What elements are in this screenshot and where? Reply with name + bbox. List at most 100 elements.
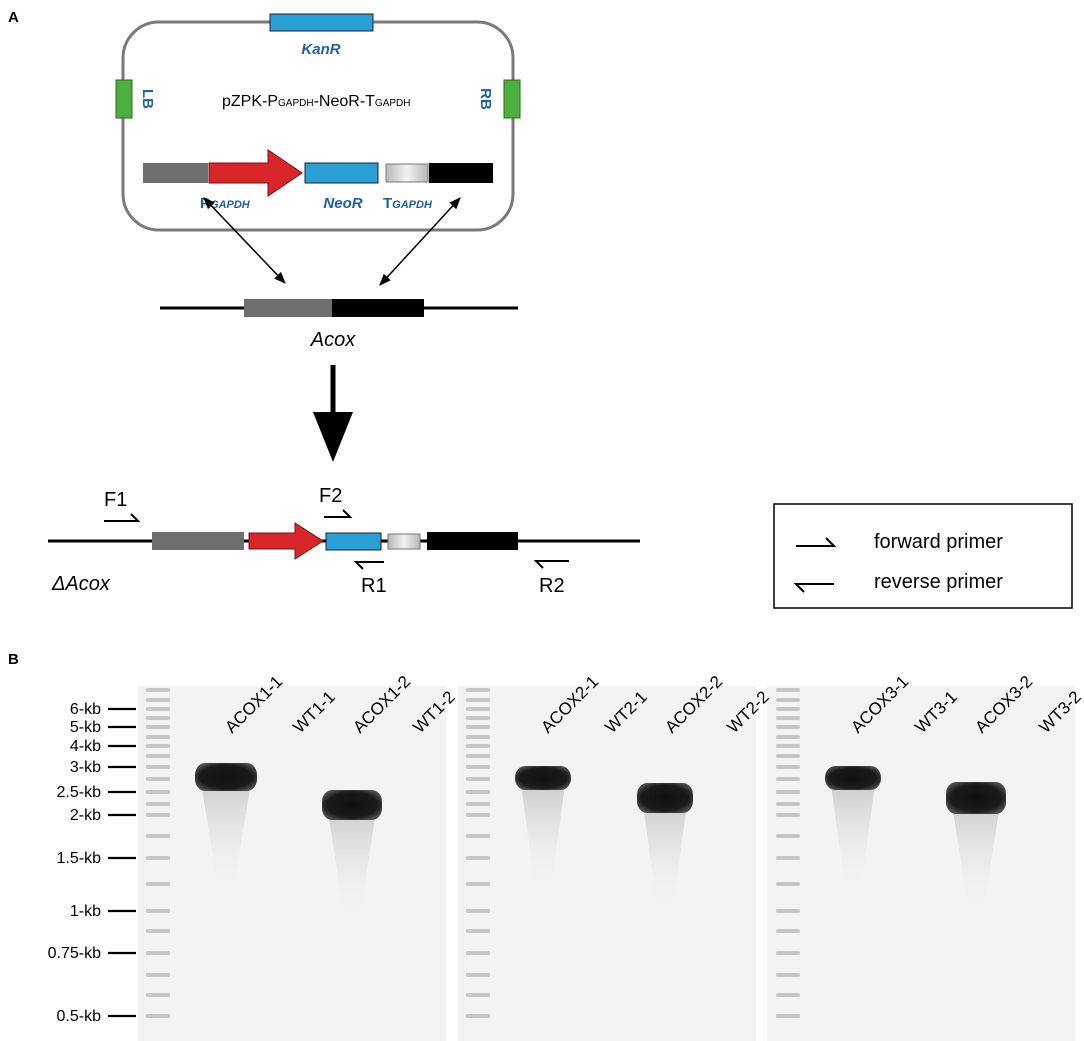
ladder-band (146, 973, 170, 977)
ladder-band (146, 735, 170, 739)
legend-forward-icon (796, 537, 837, 547)
ladder-band (146, 909, 170, 913)
ladder-band (146, 813, 170, 817)
dna-band (946, 782, 1006, 814)
ladder-band (776, 754, 800, 758)
ladder-band (466, 688, 490, 692)
ladder-band (776, 735, 800, 739)
ladder-group (146, 688, 800, 1018)
marker-group: 6-kb5-kb 4-kb 3-kb 2.5-kb 2-kb 1.5-kb 1-kb 0.75… (48, 701, 136, 1025)
ladder-band (146, 777, 170, 781)
marker-label: 0.75-kb (48, 945, 101, 962)
ladder-band (466, 909, 490, 913)
ladder-band (466, 790, 490, 794)
ladder-band (466, 856, 490, 860)
ladder-band (466, 882, 490, 886)
marker-label: 2-kb (70, 807, 101, 824)
ladder-band (146, 1014, 170, 1018)
rb-box (503, 79, 521, 119)
acox-label: Acox (310, 329, 356, 351)
primer-f1-label: F1 (104, 489, 127, 511)
plasmid-neor-box (304, 162, 379, 184)
ladder-band (776, 707, 800, 711)
recombination-arrow-left (203, 197, 286, 284)
ladder-band (776, 688, 800, 692)
marker-label: 4-kb (70, 738, 101, 755)
ladder-band (776, 802, 800, 806)
marker-label: 0.5-kb (57, 1008, 102, 1025)
band-smear (643, 804, 687, 908)
lb-box (115, 79, 133, 119)
ladder-band (466, 777, 490, 781)
panel-label-a: A (8, 9, 19, 26)
marker-label: 1-kb (70, 903, 101, 920)
dna-band (322, 790, 382, 820)
ladder-band (146, 882, 170, 886)
marker-label: 3-kb (70, 759, 101, 776)
plasmid-promoter-arrow (208, 149, 303, 197)
marker-label: 2.5-kb (57, 784, 102, 801)
ladder-band (466, 993, 490, 997)
promoter-label: PGAPDH (200, 195, 251, 212)
legend-reverse-icon (793, 583, 834, 593)
ladder-band (466, 744, 490, 748)
ladder-band (146, 707, 170, 711)
band-smear (201, 783, 251, 887)
primer-f2-label: F2 (319, 485, 342, 507)
recombination-arrow-right (379, 197, 461, 286)
ladder-band (146, 725, 170, 729)
ladder-band (466, 973, 490, 977)
dna-band (637, 783, 693, 813)
kanr-box (269, 13, 374, 32)
ladder-band (146, 754, 170, 758)
ladder-band (776, 973, 800, 977)
ladder-band (466, 754, 490, 758)
ladder-band (776, 813, 800, 817)
process-arrow-head (313, 412, 353, 462)
ladder-band (146, 790, 170, 794)
ladder-band (146, 856, 170, 860)
ladder-band (776, 725, 800, 729)
knockout-black-flank (427, 532, 518, 550)
ladder-band (776, 834, 800, 838)
knockout-gray-flank (152, 532, 244, 550)
ladder-band (466, 735, 490, 739)
plasmid-gray-flank (143, 163, 208, 183)
plasmid-terminator-box (385, 163, 429, 183)
primer-r1-label: R1 (361, 575, 387, 597)
ladder-band (466, 725, 490, 729)
band-smear (831, 784, 875, 888)
ladder-band (146, 688, 170, 692)
kanr-label: KanR (301, 41, 340, 58)
ladder-band (776, 744, 800, 748)
primer-f2-icon (324, 509, 353, 518)
ladder-band (466, 716, 490, 720)
knockout-terminator-box (387, 533, 421, 550)
ladder-band (776, 1014, 800, 1018)
rb-label: RB (477, 88, 494, 110)
ladder-band (776, 882, 800, 886)
ladder-band (146, 834, 170, 838)
gel-panel-3 (767, 686, 1075, 1041)
ladder-band (146, 698, 170, 702)
band-smear (521, 784, 565, 888)
acox-gray-flank (244, 299, 332, 317)
band-group (195, 763, 1006, 915)
marker-label: 6-kb (70, 701, 101, 718)
ladder-band (146, 716, 170, 720)
lb-label: LB (139, 89, 156, 109)
dna-band (825, 766, 881, 790)
ladder-band (776, 698, 800, 702)
marker-label: 1.5-kb (57, 850, 102, 867)
legend-forward-label: forward primer (874, 531, 1003, 553)
ladder-band (466, 802, 490, 806)
ladder-band (146, 802, 170, 806)
primer-r1-icon (353, 561, 384, 570)
acox-black-flank (332, 299, 424, 317)
marker-label: 5-kb (70, 719, 101, 736)
ladder-band (466, 698, 490, 702)
primer-r2-icon (533, 560, 569, 569)
delta-acox-label: ΔAcox (51, 573, 111, 595)
ladder-band (146, 993, 170, 997)
